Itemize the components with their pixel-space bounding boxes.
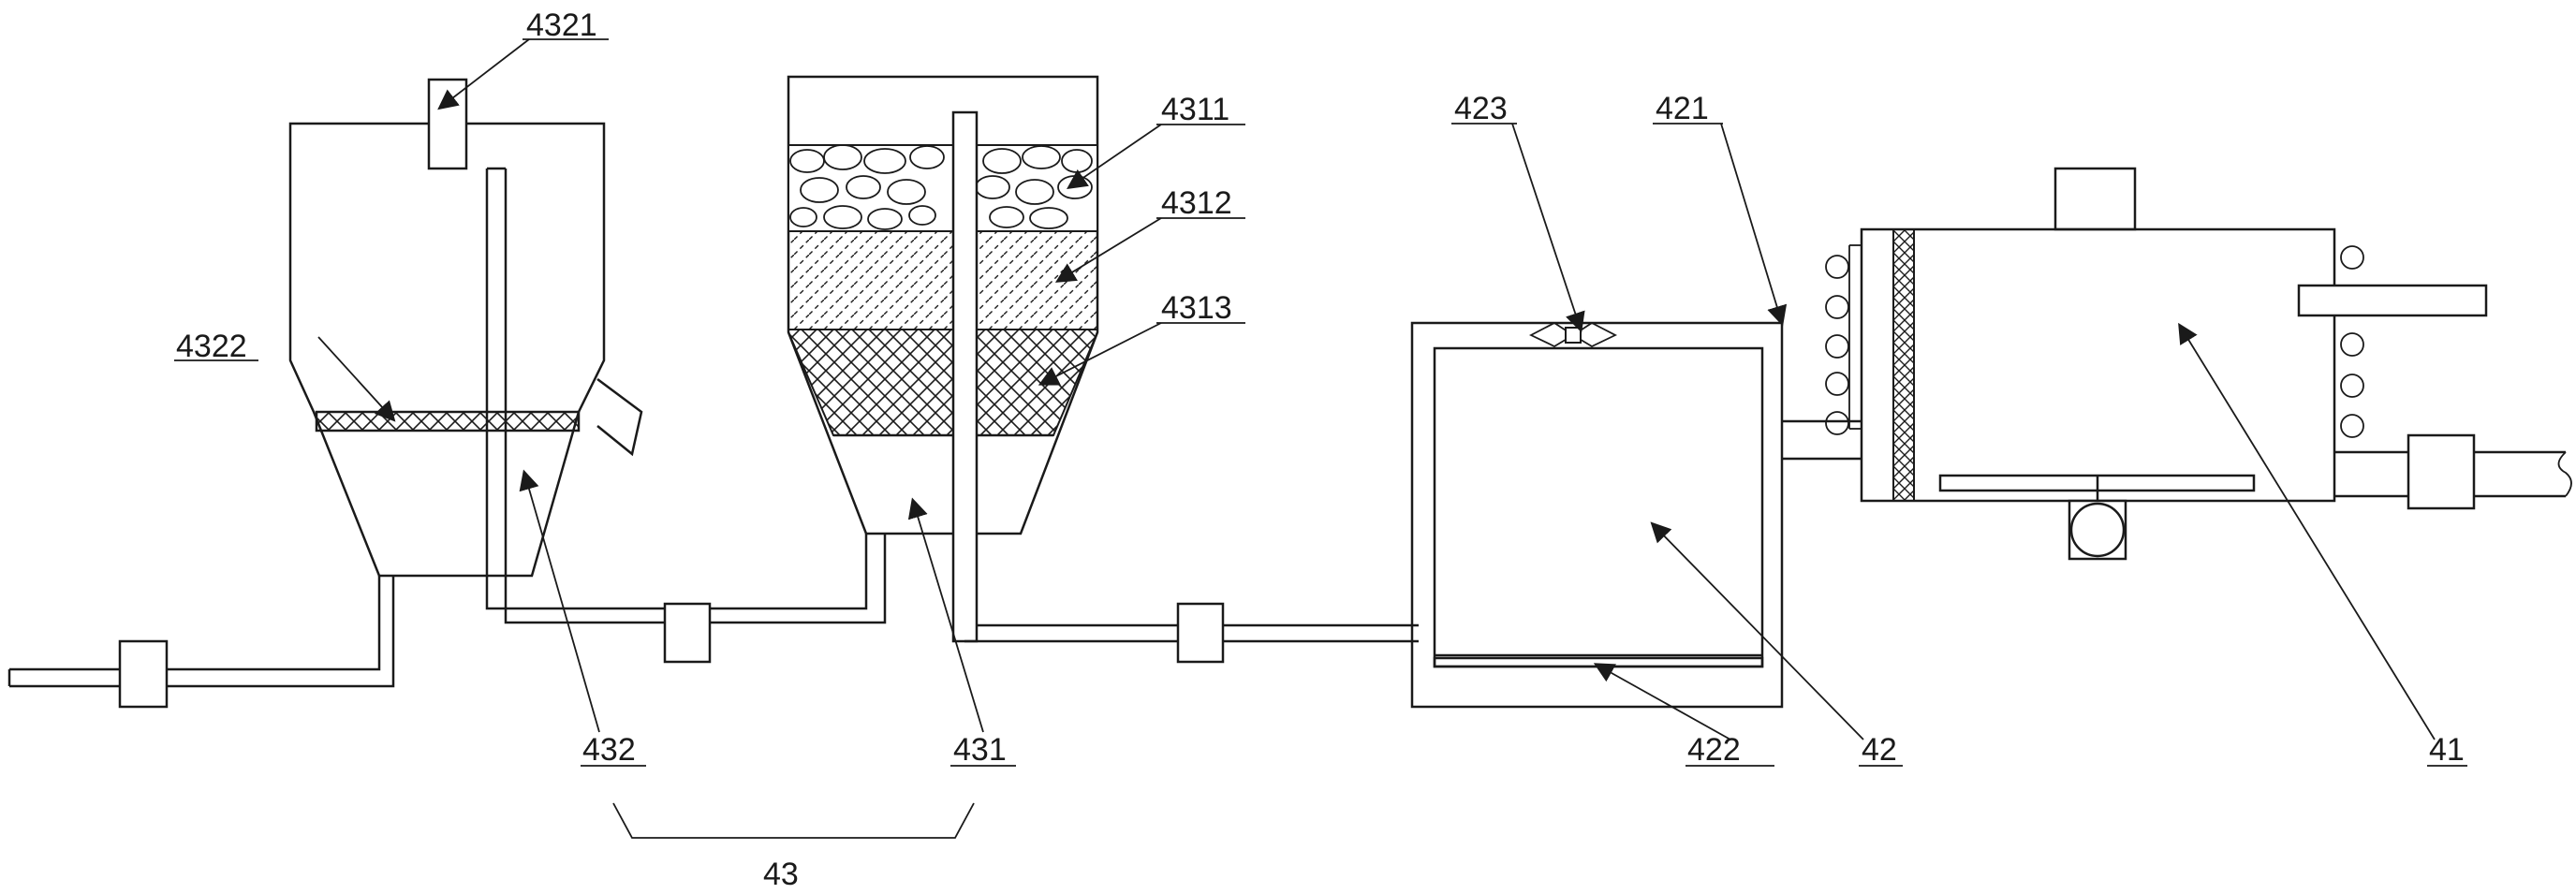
label-431: 431 xyxy=(953,732,1007,768)
label-423: 423 xyxy=(1454,91,1508,126)
label-43: 43 xyxy=(763,857,799,892)
gravel-layer-4311 xyxy=(789,144,1093,230)
label-42: 42 xyxy=(1862,732,1897,768)
label-421: 421 xyxy=(1656,91,1709,126)
settling-tank-4322 xyxy=(7,78,887,709)
valve-right xyxy=(1176,602,1225,664)
label-4312: 4312 xyxy=(1161,185,1232,221)
label-4322: 4322 xyxy=(176,329,247,364)
riser-pipe xyxy=(951,110,979,643)
label-41: 41 xyxy=(2429,732,2465,768)
valve-middle xyxy=(663,602,712,664)
mesh-layer-4313 xyxy=(788,329,1098,436)
side-plate xyxy=(2297,284,2488,317)
box-tank-42 xyxy=(1410,321,1862,709)
leader-lines xyxy=(174,38,2467,767)
outlet-valve xyxy=(2407,433,2476,510)
right-nozzles xyxy=(2340,245,2364,438)
top-motor xyxy=(2053,167,2137,231)
label-4311: 4311 xyxy=(1161,92,1229,127)
label-4321: 4321 xyxy=(526,7,597,43)
side-filter xyxy=(1892,228,1915,502)
machine-41 xyxy=(1825,167,2572,561)
label-422: 422 xyxy=(1687,732,1741,768)
left-nozzles xyxy=(1825,244,1862,435)
motor-block-4321 xyxy=(427,78,468,170)
group-bracket-43 xyxy=(612,802,975,839)
label-4313: 4313 xyxy=(1161,290,1232,326)
label-432: 432 xyxy=(582,732,636,768)
fan-423 xyxy=(1528,321,1618,348)
mesh-screen-4322 xyxy=(315,410,581,432)
sand-layer-4312 xyxy=(788,230,1098,330)
valve-outlet xyxy=(118,639,169,709)
filter-tank-431 xyxy=(787,75,1419,664)
